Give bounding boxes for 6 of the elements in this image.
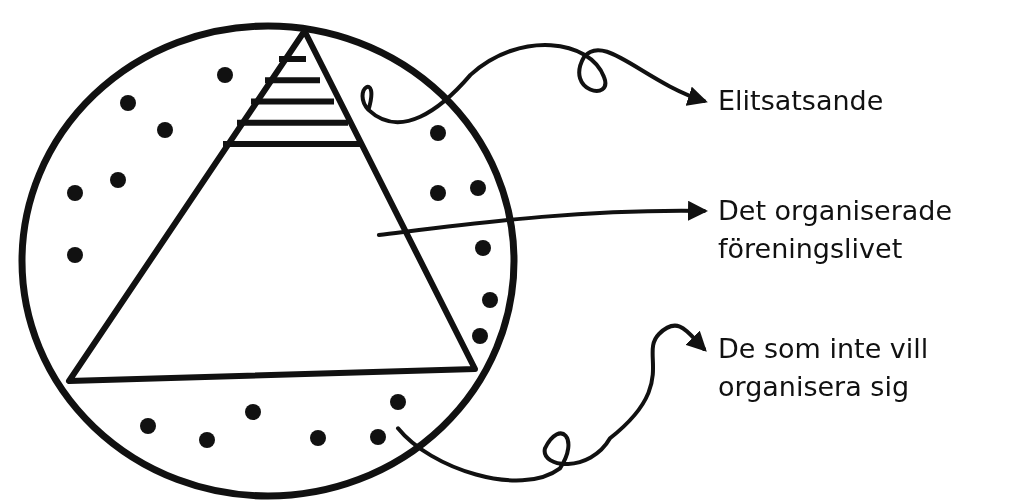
- leader-arrow: [376, 200, 708, 238]
- caption-text: Det organiserade föreningslivet: [718, 192, 1008, 268]
- leader-arrow: [396, 323, 707, 483]
- caption-text: Elitsatsande: [718, 82, 1008, 120]
- caption-text: De som inte vill organisera sig: [718, 330, 1008, 406]
- leader-arrow: [360, 43, 708, 124]
